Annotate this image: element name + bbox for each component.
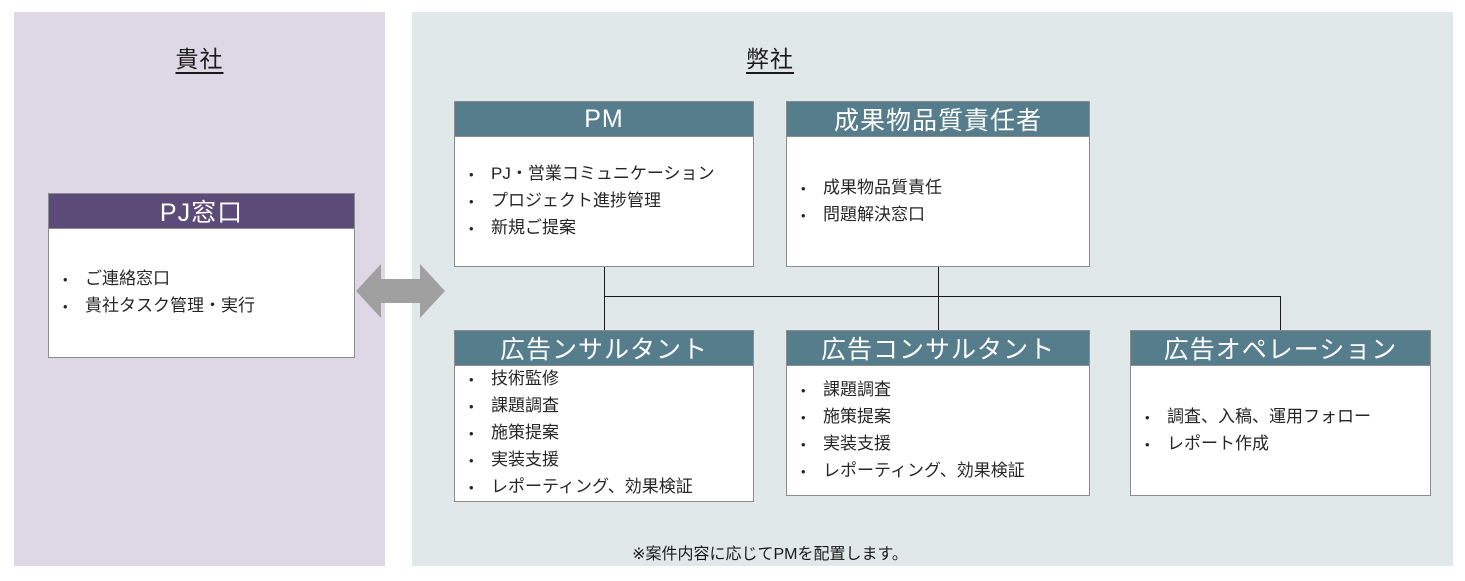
client-panel-title: 貴社 (175, 46, 224, 72)
list-item-text: 施策提案 (491, 423, 559, 442)
bullet-icon: • (801, 409, 806, 425)
connector-line-quality-owner (938, 267, 939, 330)
connector-line-pm (604, 267, 605, 330)
list-item-text: 新規ご提案 (491, 218, 576, 237)
list-item: • レポーティング、効果検証 (801, 458, 1083, 485)
pj-contact-box-header: PJ窓口 (48, 193, 355, 229)
list-item: • 新規ご提案 (469, 215, 747, 242)
ad-consultant-box-1-header: 広告ンサルタント (454, 330, 754, 366)
bullet-icon: • (469, 426, 474, 441)
bullet-icon: • (469, 167, 474, 182)
list-item-text: レポーティング、効果検証 (491, 477, 693, 496)
footnote: ※案件内容に応じてPMを配置します。 (632, 546, 908, 563)
list-item: • 施策提案 (801, 404, 1083, 431)
quality-owner-list: • 成果物品質責任 • 問題解決窓口 (787, 175, 1089, 229)
bullet-icon: • (1145, 436, 1150, 452)
pj-contact-list: • ご連絡窓口 • 貴社タスク管理・実行 (49, 266, 354, 320)
ad-consultant-box-2-title: 広告コンサルタント (820, 336, 1055, 364)
bullet-icon: • (63, 272, 68, 287)
list-item: • 課題調査 (469, 393, 747, 420)
list-item-text: レポーティング、効果検証 (823, 460, 1025, 480)
list-item-text: 実装支援 (823, 433, 891, 453)
list-item: • 技術監修 (469, 366, 747, 393)
bullet-icon: • (469, 480, 474, 495)
ad-operation-box-body: • 調査、入稿、運用フォロー • レポート作成 (1130, 366, 1431, 496)
pj-contact-box: PJ窓口 • ご連絡窓口 • 貴社タスク管理・実行 (48, 193, 355, 358)
client-panel: 貴社 PJ窓口 • ご連絡窓口 • 貴社タスク管理・実行 (14, 12, 385, 566)
ad-consultant-2-list: • 課題調査 • 施策提案 • 実装支援 • レポーティング、効果検証 (787, 377, 1089, 485)
ad-consultant-1-list: • 技術監修 • 課題調査 • 施策提案 • 実装支援 • レポーティング、効果検証 (455, 366, 753, 501)
ad-consultant-box-1: 広告ンサルタント • 技術監修 • 課題調査 • 施策提案 • 実装支援 • レポーティン… (454, 330, 754, 502)
list-item-text: 技術監修 (491, 369, 559, 388)
list-item: • 貴社タスク管理・実行 (63, 293, 348, 320)
bullet-icon: • (801, 382, 806, 398)
pm-box-body: • PJ・営業コミュニケーション • プロジェクト進捗管理 • 新規ご提案 (454, 137, 754, 267)
list-item: • PJ・営業コミュニケーション (469, 161, 747, 188)
list-item-text: 施策提案 (823, 406, 891, 426)
ad-operation-list: • 調査、入稿、運用フォロー • レポート作成 (1131, 404, 1430, 458)
quality-owner-box-body: • 成果物品質責任 • 問題解決窓口 (786, 137, 1090, 267)
bullet-icon: • (469, 453, 474, 468)
connector-line-horizontal (604, 296, 1281, 297)
connector-line-ad-operation (1280, 296, 1281, 330)
list-item-text: 調査、入稿、運用フォロー (1167, 406, 1371, 426)
list-item-text: 課題調査 (491, 396, 559, 415)
list-item: • プロジェクト進捗管理 (469, 188, 747, 215)
ad-operation-box-header: 広告オペレーション (1130, 330, 1431, 366)
ad-consultant-box-2-header: 広告コンサルタント (786, 330, 1090, 366)
bullet-icon: • (801, 207, 806, 223)
ad-operation-box: 広告オペレーション • 調査、入稿、運用フォロー • レポート作成 (1130, 330, 1431, 496)
list-item: • レポート作成 (1145, 431, 1424, 458)
ad-consultant-box-1-title: 広告ンサルタント (499, 336, 708, 364)
list-item-text: 成果物品質責任 (823, 177, 942, 197)
list-item: • 実装支援 (801, 431, 1083, 458)
bullet-icon: • (469, 372, 474, 387)
list-item-text: 貴社タスク管理・実行 (85, 296, 255, 315)
ad-operation-box-title: 広告オペレーション (1163, 336, 1398, 364)
list-item: • 施策提案 (469, 420, 747, 447)
list-item: • 成果物品質責任 (801, 175, 1083, 202)
list-item: • 実装支援 (469, 447, 747, 474)
list-item-text: 問題解決窓口 (823, 204, 925, 224)
bullet-icon: • (469, 221, 474, 236)
bullet-icon: • (801, 180, 806, 196)
quality-owner-box-header: 成果物品質責任者 (786, 101, 1090, 137)
bullet-icon: • (63, 299, 68, 314)
pj-contact-box-title: PJ窓口 (159, 199, 244, 227)
bullet-icon: • (1145, 409, 1150, 425)
ad-consultant-box-2-body: • 課題調査 • 施策提案 • 実装支援 • レポーティング、効果検証 (786, 366, 1090, 496)
bidirectional-arrow-icon (356, 264, 445, 318)
pj-contact-box-body: • ご連絡窓口 • 貴社タスク管理・実行 (48, 229, 355, 358)
list-item-text: プロジェクト進捗管理 (491, 191, 661, 210)
ad-consultant-box-2: 広告コンサルタント • 課題調査 • 施策提案 • 実装支援 • レポーティング、効果検… (786, 330, 1090, 496)
list-item: • 問題解決窓口 (801, 202, 1083, 229)
ad-consultant-box-1-body: • 技術監修 • 課題調査 • 施策提案 • 実装支援 • レポーティング、効果検証 (454, 366, 754, 502)
company-panel-title: 弊社 (746, 46, 794, 72)
list-item: • レポーティング、効果検証 (469, 474, 747, 501)
list-item-text: 実装支援 (491, 450, 559, 469)
pm-list: • PJ・営業コミュニケーション • プロジェクト進捗管理 • 新規ご提案 (455, 161, 753, 242)
bullet-icon: • (469, 194, 474, 209)
list-item-text: PJ・営業コミュニケーション (491, 164, 715, 183)
bullet-icon: • (469, 399, 474, 414)
pm-box: PM • PJ・営業コミュニケーション • プロジェクト進捗管理 • 新規ご提案 (454, 101, 754, 267)
list-item: • 調査、入稿、運用フォロー (1145, 404, 1424, 431)
list-item: • 課題調査 (801, 377, 1083, 404)
list-item-text: 課題調査 (823, 379, 891, 399)
list-item-text: ご連絡窓口 (85, 269, 170, 288)
company-panel: 弊社 PM • PJ・営業コミュニケーション • プロジェクト進捗管理 • 新規ご提案… (412, 12, 1453, 566)
quality-owner-box-title: 成果物品質責任者 (833, 107, 1042, 135)
bullet-icon: • (801, 463, 806, 479)
list-item-text: レポート作成 (1167, 433, 1269, 453)
pm-box-header: PM (454, 101, 754, 137)
list-item: • ご連絡窓口 (63, 266, 348, 293)
quality-owner-box: 成果物品質責任者 • 成果物品質責任 • 問題解決窓口 (786, 101, 1090, 267)
pm-box-title: PM (584, 104, 624, 133)
bullet-icon: • (801, 436, 806, 452)
